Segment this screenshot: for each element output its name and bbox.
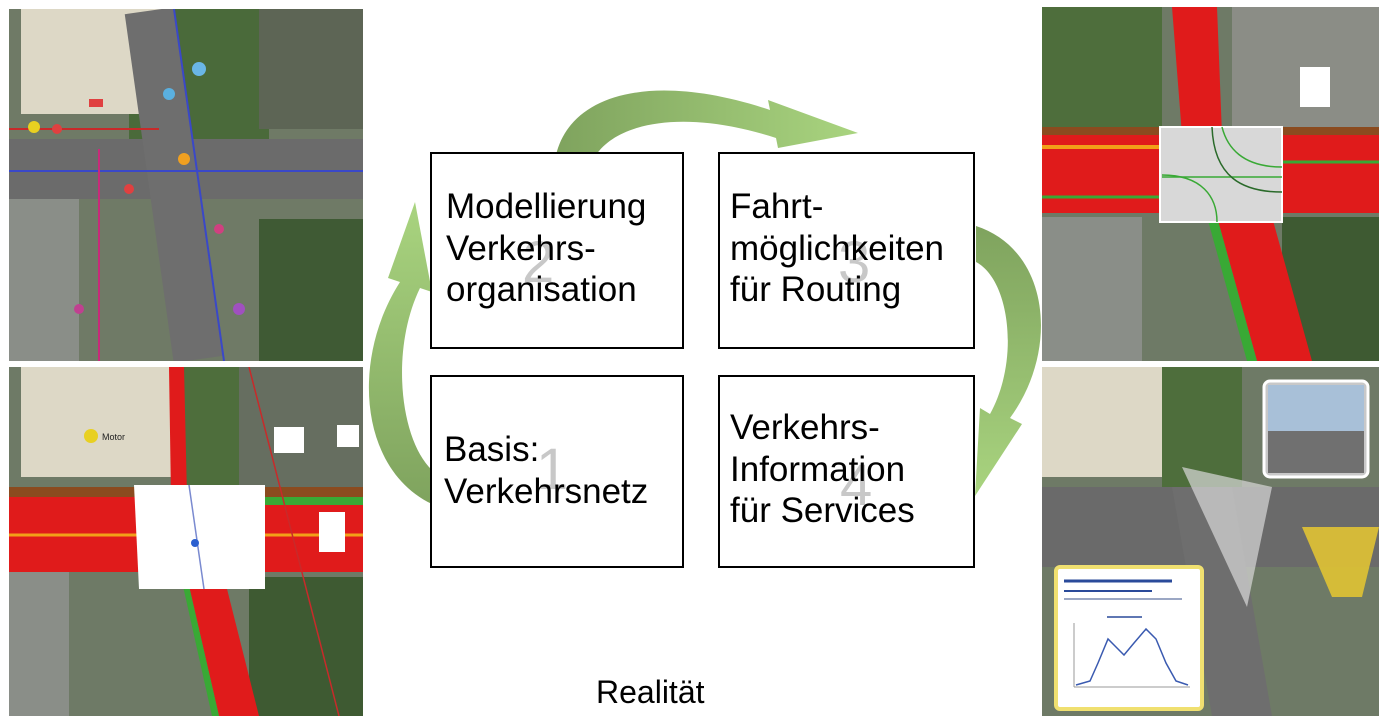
step-box-modellierung: 2 Modellierung Verkehrs- organisation [430, 152, 684, 349]
step-text: Verkehrs- Information für Services [730, 408, 915, 531]
arrow-step2-to-step3 [556, 90, 858, 155]
aerial-photo-traffic-information [1042, 367, 1379, 716]
step-text: Basis: Verkehrsnetz [444, 430, 649, 511]
arrow-step3-to-step4 [975, 226, 1041, 496]
arrow-step1-to-step2 [368, 202, 432, 504]
step-number: 2 [522, 230, 555, 295]
step-number: 4 [840, 453, 873, 518]
caption-reality: Realität [596, 674, 705, 710]
aerial-photo-routing-possibilities [1042, 7, 1379, 361]
aerial-photo-traffic-objects [9, 9, 363, 361]
step-text: Fahrt- möglichkeiten für Routing [730, 187, 944, 310]
step-number: 1 [536, 437, 569, 502]
step-box-fahrtmoeglichkeiten: 3 Fahrt- möglichkeiten für Routing [718, 152, 975, 349]
step-box-verkehrsinformation: 4 Verkehrs- Information für Services [718, 375, 975, 568]
aerial-photo-base-network: Motor [9, 367, 363, 716]
step-number: 3 [838, 230, 871, 295]
step-box-basis: 1 Basis: Verkehrsnetz [430, 375, 684, 568]
poi-label: Motor [102, 432, 125, 442]
step-text: Modellierung Verkehrs- organisation [446, 187, 647, 310]
